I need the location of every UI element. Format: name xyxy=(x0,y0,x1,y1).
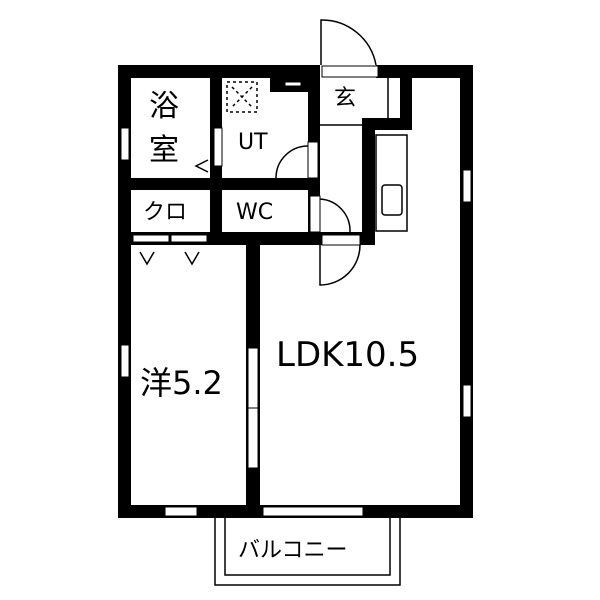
room-label-utility: UT xyxy=(238,130,268,155)
room-label-bath-1: 浴 xyxy=(149,89,179,124)
kitchen-counter xyxy=(375,134,408,232)
room-label-bath-2: 室 xyxy=(149,133,179,168)
room-label-balcony: バルコニー xyxy=(238,538,348,563)
faucet-icon xyxy=(194,159,209,173)
entrance-lines xyxy=(320,78,389,126)
room-label-closet: クロ xyxy=(143,200,188,225)
room-label-entrance: 玄 xyxy=(334,86,357,111)
room-label-ldk: LDK10.5 xyxy=(276,335,420,375)
room-label-toilet: WC xyxy=(236,200,274,225)
door-swings xyxy=(275,19,377,286)
closet-door-markers xyxy=(139,251,200,266)
room-label-western: 洋5.2 xyxy=(140,364,223,402)
windows xyxy=(120,65,472,517)
balcony xyxy=(214,518,401,586)
washer-space xyxy=(226,81,258,113)
